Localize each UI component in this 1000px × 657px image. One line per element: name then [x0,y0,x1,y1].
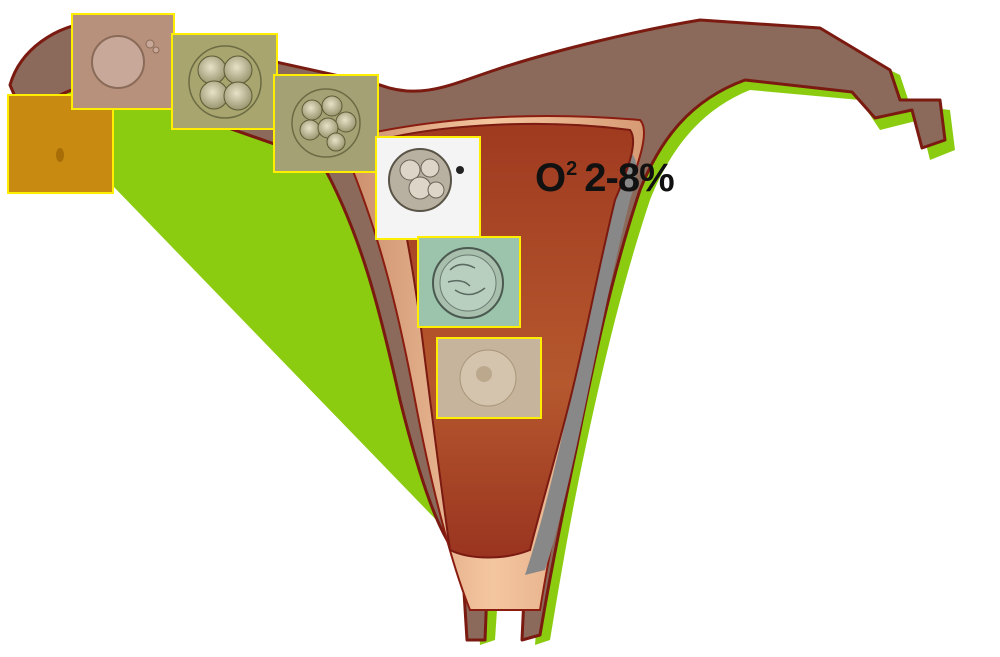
oxygen-element: O [535,156,565,200]
oxygen-superscript: 2 [566,158,576,180]
oxygen-level-label: O2 2-8% [535,158,674,198]
oxygen-range: 2-8% [584,156,673,200]
embryo-4-cell-image [172,34,277,129]
embryo-morula-image [376,137,480,239]
embryo-8-cell-image [274,75,378,172]
embryo-blastocyst-image [418,237,520,327]
embryo-zygote-image [72,14,174,109]
embryo-hatching-blastocyst-image [437,338,541,418]
